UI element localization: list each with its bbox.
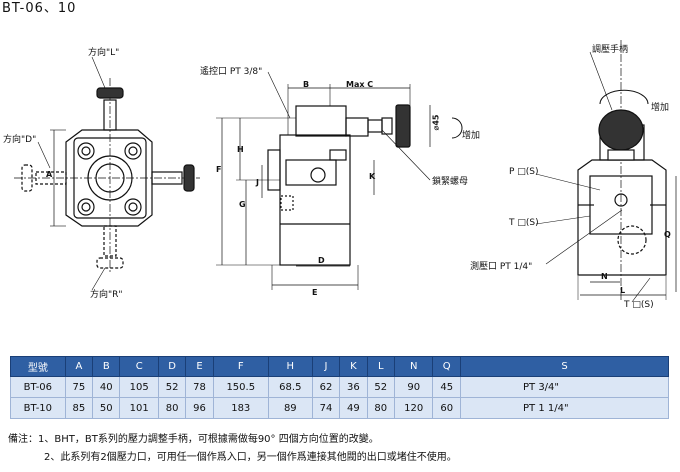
table-cell: 74 <box>311 397 341 419</box>
header-cell: N <box>393 356 434 377</box>
table-cell: 49 <box>339 397 368 419</box>
label-direction-d: 方向"D" <box>3 135 37 145</box>
table-cell: 36 <box>339 376 368 398</box>
label-dim-max-c: Max C <box>346 80 374 89</box>
label-dim-a: A <box>46 170 53 179</box>
top-view <box>14 56 200 291</box>
note-line-1: 備注：1、BHT，BT系列的壓力調整手柄，可根據需做每90° 四個方向位置的改變… <box>8 434 379 445</box>
page-title: BT-06、10 <box>2 1 77 16</box>
technical-drawing <box>14 40 677 303</box>
label-lock-nut: 鎖緊螺母 <box>432 177 469 187</box>
label-dim-k: K <box>369 172 376 181</box>
label-p-port: P □(S) <box>509 167 539 177</box>
header-cell: L <box>366 356 395 377</box>
label-dim-d: D <box>318 256 325 265</box>
label-adjust-handle: 調壓手柄 <box>592 45 629 55</box>
label-dim-e: E <box>312 288 318 297</box>
front-view <box>535 40 677 303</box>
side-view <box>216 71 463 290</box>
table-cell: 52 <box>157 376 187 398</box>
table-cell: 85 <box>64 397 94 419</box>
label-dim-l: L <box>620 286 626 295</box>
table-row: BT-06 75 40 105 52 78 150.5 68.5 62 36 5… <box>10 376 669 398</box>
table-cell: 40 <box>92 376 121 398</box>
note-line-2: 2、此系列有2個壓力口，可用任一個作爲入口，另一個作爲連接其他閥的出口或堵住不使… <box>44 452 457 463</box>
table-cell: 150.5 <box>212 376 269 398</box>
header-cell: K <box>339 356 368 377</box>
label-remote-port: 遙控口 PT 3/8" <box>200 67 263 77</box>
header-cell: C <box>119 356 159 377</box>
header-cell: B <box>92 356 121 377</box>
label-dim-f: F <box>216 165 222 174</box>
label-direction-r: 方向"R" <box>90 290 123 300</box>
label-dim-j: J <box>256 178 259 187</box>
label-dim-b: B <box>303 80 310 89</box>
table-cell: 45 <box>432 376 461 398</box>
table-cell: 80 <box>366 397 395 419</box>
label-dim-q: Q <box>664 230 671 239</box>
header-cell: 型號 <box>10 356 66 377</box>
table-cell: 96 <box>185 397 214 419</box>
table-header-row: 型號 A B C D E F H J K L N Q S <box>10 356 669 377</box>
header-cell: F <box>212 356 269 377</box>
header-cell: J <box>311 356 341 377</box>
label-direction-l: 方向"L" <box>88 48 120 58</box>
header-cell: A <box>64 356 94 377</box>
label-gauge-port: 測壓口 PT 1/4" <box>470 262 533 272</box>
table-cell: 105 <box>119 376 159 398</box>
table-cell: 52 <box>366 376 395 398</box>
label-increase-side: 增加 <box>462 131 481 141</box>
table-cell: 75 <box>64 376 94 398</box>
table-cell: BT-10 <box>10 397 66 419</box>
table-cell: 50 <box>92 397 121 419</box>
table-cell: 120 <box>393 397 434 419</box>
table-cell: PT 3/4" <box>460 376 669 398</box>
label-t-port-bottom: T □(S) <box>624 300 654 310</box>
table-cell: 62 <box>311 376 341 398</box>
label-t-port: T □(S) <box>509 218 539 228</box>
table-cell: 101 <box>119 397 159 419</box>
table-cell: BT-06 <box>10 376 66 398</box>
label-dim-n: N <box>601 272 608 281</box>
header-cell: Q <box>432 356 461 377</box>
header-cell: H <box>267 356 313 377</box>
label-dim-phi45: ⌀45 <box>431 114 441 131</box>
table-cell: 183 <box>212 397 269 419</box>
label-dim-h: H <box>237 145 244 154</box>
header-cell: S <box>460 356 669 377</box>
header-cell: D <box>157 356 187 377</box>
table-cell: 80 <box>157 397 187 419</box>
header-cell: E <box>185 356 214 377</box>
table-cell: 60 <box>432 397 461 419</box>
label-increase-front: 增加 <box>651 103 670 113</box>
table-cell: 68.5 <box>267 376 313 398</box>
table-cell: 89 <box>267 397 313 419</box>
table-cell: PT 1 1/4" <box>460 397 669 419</box>
table-row: BT-10 85 50 101 80 96 183 89 74 49 80 12… <box>10 397 669 419</box>
label-dim-g: G <box>239 200 246 209</box>
table-cell: 78 <box>185 376 214 398</box>
table-cell: 90 <box>393 376 434 398</box>
spec-table: 型號 A B C D E F H J K L N Q S BT-06 75 40… <box>10 356 669 419</box>
